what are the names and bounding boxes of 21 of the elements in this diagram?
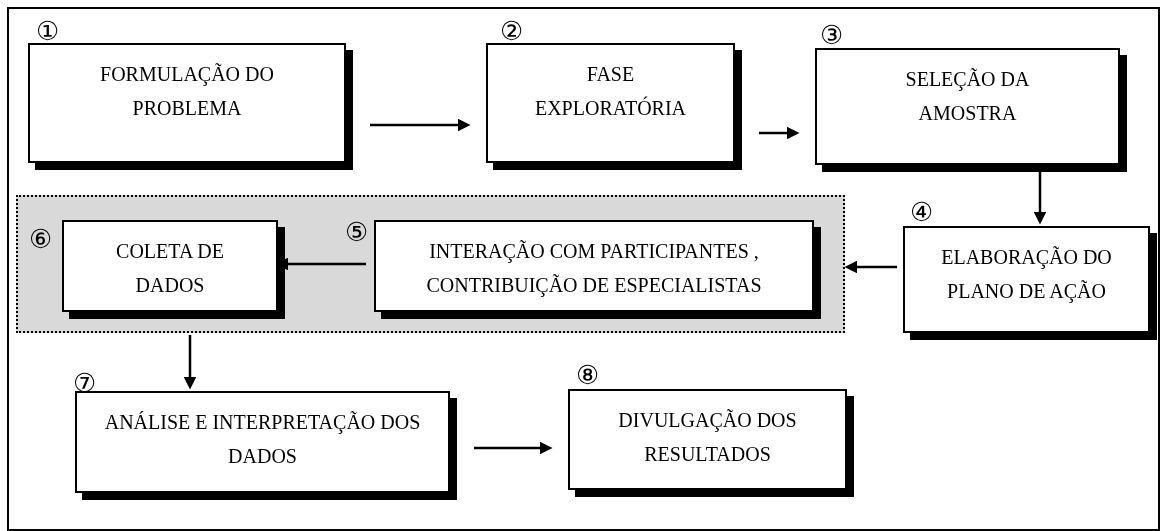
arrow [844,260,897,274]
box-text: ANÁLISE E INTERPRETAÇÃO DOS DADOS [103,410,422,469]
grouping-band [16,195,845,333]
box-text: ELABORAÇÃO DO PLANO DE AÇÃO [940,245,1113,305]
arrow [474,441,553,455]
box-text: FORMULAÇÃO DO PROBLEMA [99,62,275,121]
arrow [759,126,800,140]
step-number: ⑥ [29,226,53,252]
step-number: ① [36,18,60,44]
box-text: INTERAÇÃO COM PARTICIPANTES , CONTRIBUIÇÃO DE ESPECIALISTAS [425,239,763,299]
box-text: SELEÇÃO DA AMOSTRA [904,67,1031,126]
box-text: DIVULGAÇÃO DOS RESULTADOS [617,408,798,467]
step-number: ② [500,18,524,44]
box-text: COLETA DE DADOS [115,239,225,298]
box-text: FASE EXPLORATÓRIA [533,62,688,121]
step-number: ③ [820,22,844,48]
step-number: ④ [910,199,934,225]
step-number: ⑧ [576,362,600,388]
arrow [183,335,197,390]
step-number: ⑤ [345,219,369,245]
arrow [370,118,471,132]
